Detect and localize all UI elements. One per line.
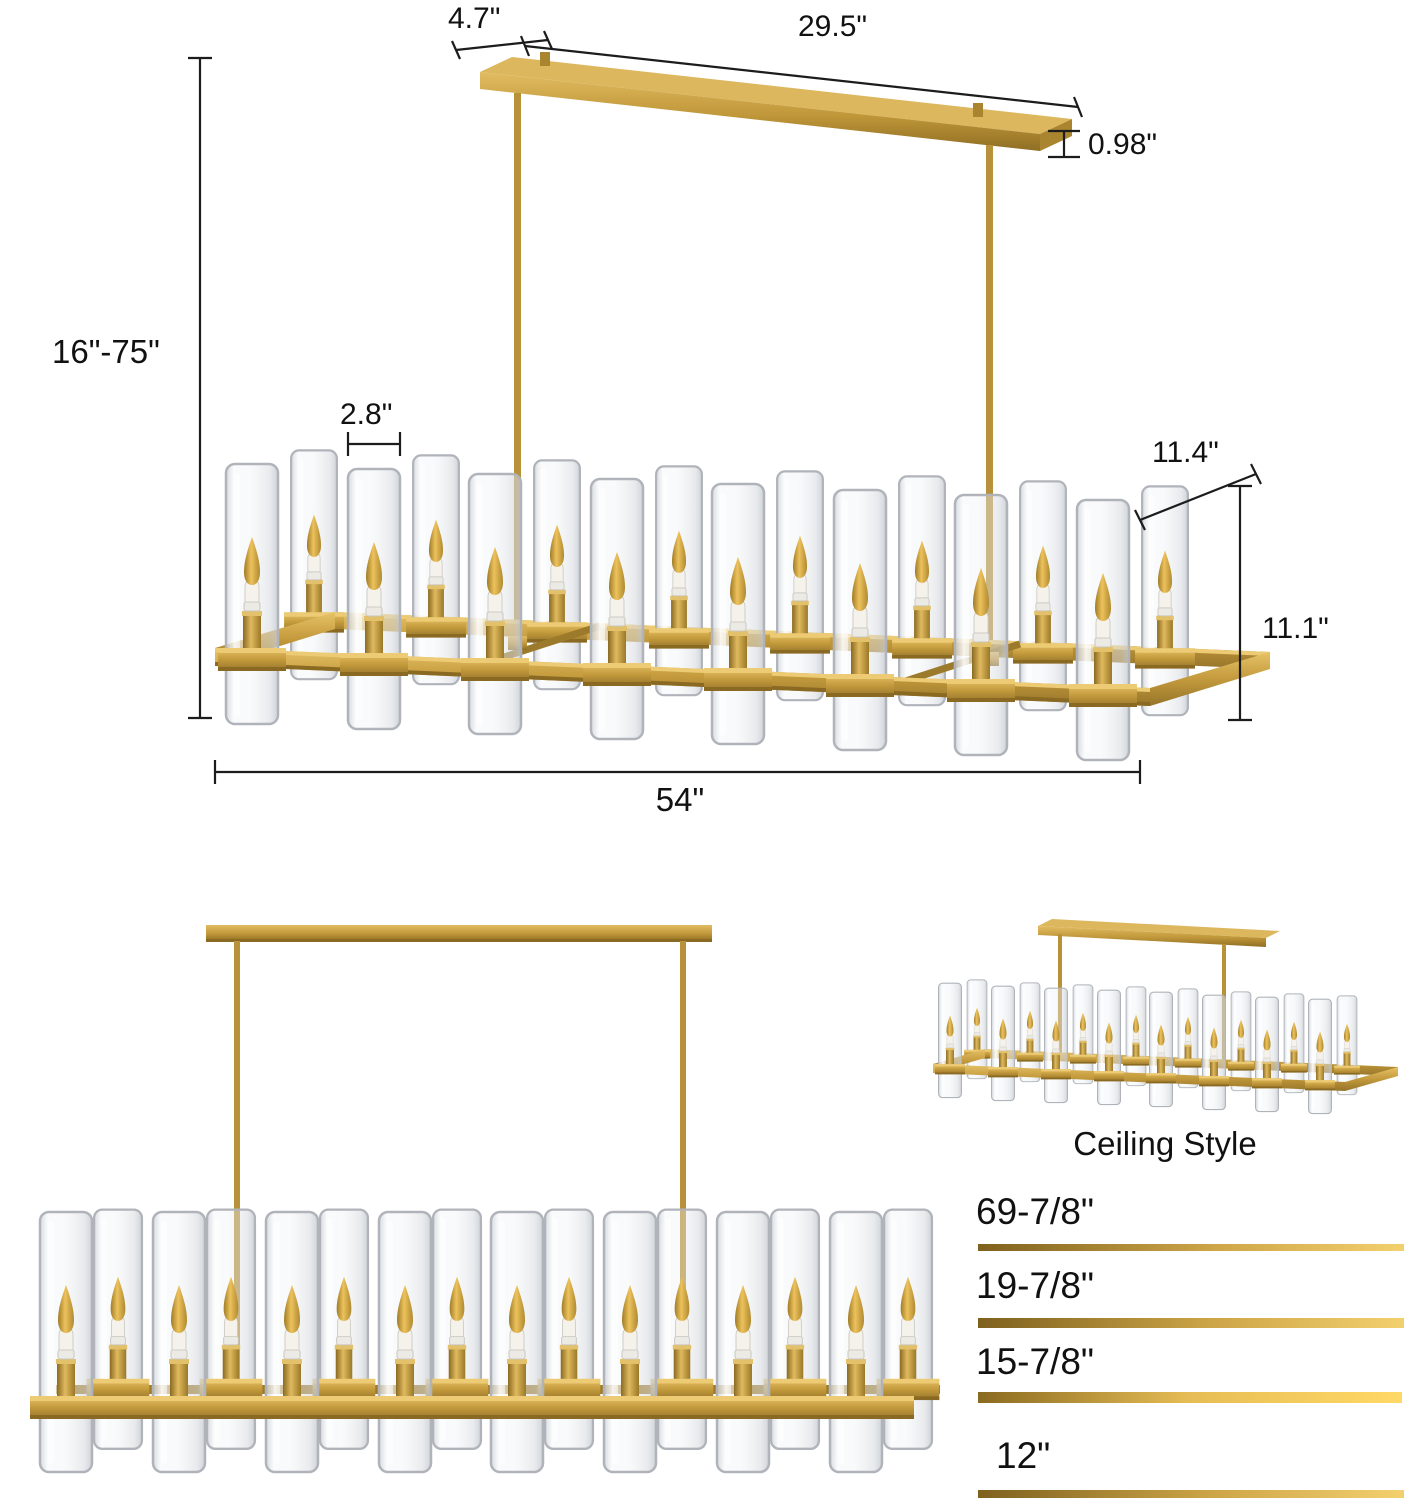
label-downrod-length-1: 69-7/8" bbox=[976, 1191, 1095, 1232]
glass-shade-light bbox=[963, 979, 991, 1080]
glass-shade-light bbox=[143, 1210, 215, 1474]
ceiling-style-chandelier bbox=[933, 919, 1398, 1115]
glass-shade-light bbox=[1093, 989, 1125, 1106]
front-view-chandelier bbox=[30, 925, 941, 1474]
glass-shade-light bbox=[1040, 987, 1072, 1104]
frame-right-end bbox=[1345, 1067, 1398, 1091]
downrod-bar-1 bbox=[978, 1244, 1404, 1251]
ceiling-style-caption: Ceiling Style bbox=[1073, 1125, 1257, 1162]
label-downrod-length-2: 19-7/8" bbox=[976, 1265, 1095, 1306]
downrod-bar-2 bbox=[978, 1318, 1404, 1328]
ceiling-canopy bbox=[480, 52, 1072, 151]
hanging-rod-right bbox=[986, 145, 993, 665]
dimension-fixture-depth bbox=[1134, 463, 1262, 531]
frame-front-rail bbox=[30, 1396, 914, 1419]
label-canopy-depth: 4.7" bbox=[448, 2, 501, 35]
glass-shade-light bbox=[1011, 480, 1075, 712]
canopy-front-face bbox=[480, 72, 1040, 151]
dimension-canopy-length bbox=[519, 35, 1084, 118]
glass-shade-light bbox=[1145, 991, 1177, 1108]
glass-shade-light bbox=[647, 465, 711, 697]
canopy-edge bbox=[206, 939, 712, 942]
glass-shade-light bbox=[1174, 988, 1202, 1089]
label-shade-diameter: 2.8" bbox=[340, 398, 393, 431]
dimension-shade-height bbox=[1228, 484, 1252, 722]
glass-shade-light bbox=[338, 467, 410, 731]
glass-shade-light bbox=[1069, 984, 1097, 1085]
label-fixture-depth: 11.4" bbox=[1152, 436, 1219, 469]
glass-shade-light bbox=[820, 1210, 892, 1474]
canopy-screw bbox=[973, 103, 983, 117]
glass-shade-light bbox=[525, 459, 589, 691]
glass-shade-light bbox=[256, 1210, 328, 1474]
main-chandelier-perspective bbox=[215, 52, 1270, 762]
label-downrod-length-4: 12" bbox=[996, 1435, 1051, 1476]
frame-front-rail bbox=[215, 648, 1150, 706]
glass-shade-light bbox=[1227, 991, 1255, 1092]
glass-shade-light bbox=[216, 462, 288, 726]
glass-shade-light bbox=[282, 449, 346, 681]
dimension-lines bbox=[188, 30, 1262, 784]
label-hanging-height: 16"-75" bbox=[52, 333, 160, 370]
label-shade-height: 11.1" bbox=[1262, 612, 1329, 645]
glass-shade-light bbox=[934, 982, 966, 1099]
glass-shade-light bbox=[1251, 996, 1283, 1113]
glass-shade-light bbox=[1304, 998, 1336, 1115]
glass-shade-light bbox=[459, 472, 531, 736]
dimension-shade-diameter bbox=[346, 432, 402, 456]
downrod-bars bbox=[978, 1244, 1404, 1498]
glass-shade-light bbox=[1067, 498, 1139, 762]
glass-shade-light bbox=[1280, 993, 1308, 1094]
glass-shade-light bbox=[481, 1210, 553, 1474]
hanging-rod-left bbox=[514, 93, 521, 649]
hanging-rod-left bbox=[234, 941, 240, 1397]
label-downrod-length-3: 15-7/8" bbox=[976, 1341, 1095, 1382]
glass-shade-light bbox=[594, 1210, 666, 1474]
frame-front-rail bbox=[933, 1064, 1345, 1091]
canopy-screw bbox=[540, 52, 550, 66]
label-canopy-thickness: 0.98" bbox=[1088, 128, 1158, 161]
glass-shade-light bbox=[1016, 982, 1044, 1083]
glass-shade-light bbox=[824, 488, 896, 752]
dimension-hanging-height bbox=[188, 56, 212, 720]
ceiling-canopy bbox=[206, 925, 712, 941]
dimension-canopy-thickness bbox=[1048, 129, 1080, 159]
dimension-canopy-depth bbox=[450, 30, 554, 60]
glass-shade-light bbox=[30, 1210, 102, 1474]
glass-shade-light bbox=[768, 470, 832, 702]
canopy-top-face bbox=[480, 57, 1072, 134]
glass-shade-light bbox=[581, 477, 653, 741]
glass-shade-light bbox=[369, 1210, 441, 1474]
ceiling-canopy bbox=[1038, 919, 1280, 947]
glass-shade-light bbox=[702, 482, 774, 746]
label-fixture-length: 54" bbox=[655, 781, 705, 818]
downrod-bar-3 bbox=[978, 1392, 1402, 1403]
dimension-fixture-length bbox=[213, 760, 1142, 784]
glass-shade-light bbox=[404, 454, 468, 686]
glass-shade-light bbox=[1122, 986, 1150, 1087]
glass-shade-light bbox=[945, 493, 1017, 757]
glass-shade-light bbox=[1198, 994, 1230, 1111]
glass-shade-light bbox=[707, 1210, 779, 1474]
canopy-end-face bbox=[1040, 119, 1072, 151]
downrod-bar-4 bbox=[978, 1490, 1404, 1498]
label-canopy-length: 29.5" bbox=[798, 10, 868, 43]
hanging-rod-right bbox=[680, 941, 686, 1397]
glass-shade-light bbox=[987, 985, 1019, 1102]
